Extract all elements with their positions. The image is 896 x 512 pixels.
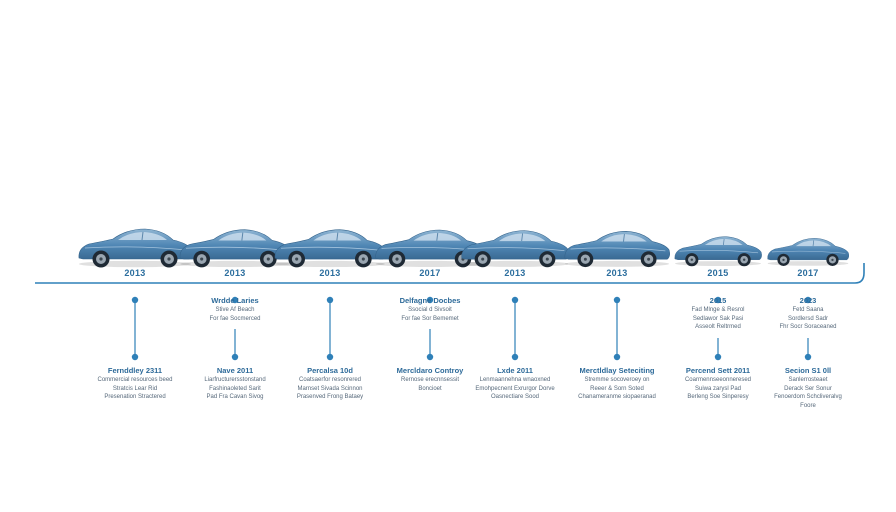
milestone-top-line: Stive Af Beach: [215, 307, 255, 313]
milestone-bottom-line: Lenmaannehna wnaoxned: [479, 377, 551, 383]
milestone-year: 2013: [606, 268, 628, 278]
sedan-car-icon: [564, 231, 670, 268]
milestone-top-line: Fhr Socr Soraceaned: [779, 324, 837, 330]
milestone-bottom-line: Berleng Soe Sinperesy: [687, 394, 749, 400]
coupe-car-icon: [274, 229, 386, 268]
milestone-dot: [231, 296, 239, 304]
milestone-bottom-line: Coarmennseeonneresed: [684, 377, 752, 383]
milestone-bottom-line: Prasenved Frong Bataey: [296, 394, 364, 400]
milestone-bottom-line: Suiwa zarysl Pad: [694, 385, 742, 392]
milestone-bottom-line: Commercial resources beed: [97, 377, 173, 383]
milestone-bottom-line: Oasnectiare Sood: [490, 394, 540, 400]
milestone-bottom-line: Pad Fra Cavan Sivog: [206, 394, 264, 400]
milestone-bottom-title: Merctldlay Seteciting: [579, 366, 655, 375]
milestone-year: 2015: [707, 268, 729, 278]
milestone-bottom-line: Fenoerdom Schcliveralvg: [774, 394, 842, 400]
milestone-bottom-line: Foore: [800, 402, 816, 409]
milestone-bottom-line: Coatsaerfor resonrered: [298, 377, 362, 383]
milestone-bottom-dot: [511, 353, 519, 361]
milestone-bottom-line: Marnset Sivada Scinnon: [297, 385, 363, 392]
milestone-bottom-line: Stratcis Lear Rid: [112, 385, 158, 392]
milestone-bottom-title: Percalsa 10d: [307, 366, 353, 375]
milestone-bottom-line: Sanlerrosteaet: [788, 377, 828, 383]
milestone-year: 2017: [419, 268, 441, 278]
milestone-bottom-dot: [326, 353, 334, 361]
milestone-dot: [426, 296, 434, 304]
milestone-bottom-line: Chanameranme siopaeranad: [578, 394, 656, 400]
milestone-bottom-title: Percend Sett 2011: [685, 366, 751, 375]
milestone-top-line: For fae Socmerced: [209, 315, 261, 322]
milestone-year: 2013: [504, 268, 526, 278]
milestone-top-line: Sordlersd Sadr: [787, 315, 829, 322]
milestone-top-line: Asseolt Reltrmed: [695, 324, 741, 330]
milestone-dot: [804, 296, 812, 304]
milestone-top-title: Delfagne Docbes: [399, 296, 461, 305]
milestone-bottom-dot: [426, 353, 434, 361]
coupe-car-icon: [767, 238, 850, 266]
milestone-bottom-title: Mercldaro Controy: [396, 366, 464, 375]
milestone-top-title: 2023: [799, 296, 817, 305]
coupe-car-icon: [674, 236, 762, 267]
milestone-bottom-line: Stremme socoveroey on: [584, 377, 650, 383]
milestone-bottom-title: Lxde 2011: [497, 366, 533, 375]
milestone-year: 2017: [797, 268, 819, 278]
milestone-bottom-dot: [804, 353, 812, 361]
milestone-bottom-dot: [613, 353, 621, 361]
milestone-bottom-dot: [131, 353, 139, 361]
milestone-bottom-line: Derack Ser Sonur: [784, 385, 832, 392]
milestone-bottom-line: Fashinaoleted Sarit: [209, 385, 261, 392]
sedan-car-icon: [78, 228, 192, 268]
milestone-bottom-title: Fernddley 2311: [107, 366, 163, 375]
sedan-car-icon: [461, 230, 570, 268]
milestone-bottom-line: Emohpecnent Exrurgor Dorve: [475, 385, 555, 392]
milestone-top-title: Wrdde Laries: [211, 296, 259, 305]
milestone-top-line: Fetd Saana: [792, 307, 824, 313]
milestone-bottom-title: Secion S1 0ll: [784, 366, 832, 375]
milestone-year: 2013: [224, 268, 246, 278]
milestone-year: 2013: [124, 268, 146, 278]
milestone-top-line: Ssocial d Sivsoit: [408, 307, 452, 313]
milestone-bottom-line: Liarfructurersstonstand: [204, 377, 266, 383]
milestone-top-line: Sedlawor Sak Pasi: [692, 315, 744, 322]
milestone-bottom-title: Nave 2011: [216, 366, 254, 375]
milestone-dot: [714, 296, 722, 304]
sports-car-icon: [179, 229, 291, 268]
milestone-top-line: Fad Mlnge & Resrol: [691, 307, 745, 313]
milestone-bottom-line: Presenation Stractered: [104, 394, 166, 400]
milestone-bottom-line: Boncioet: [418, 385, 442, 392]
milestone-year: 2013: [319, 268, 341, 278]
milestone-bottom-line: Rernose erecnnsessit: [400, 377, 460, 383]
milestone-bottom-dot: [714, 353, 722, 361]
milestone-bottom-line: Reeer & Sorn Soted: [590, 385, 644, 392]
milestone-top-title: 2015: [709, 296, 727, 305]
milestone-bottom-dot: [231, 353, 239, 361]
timeline-end-hook: [854, 263, 865, 284]
milestone-top-line: For fae Sor Bememet: [401, 315, 459, 322]
